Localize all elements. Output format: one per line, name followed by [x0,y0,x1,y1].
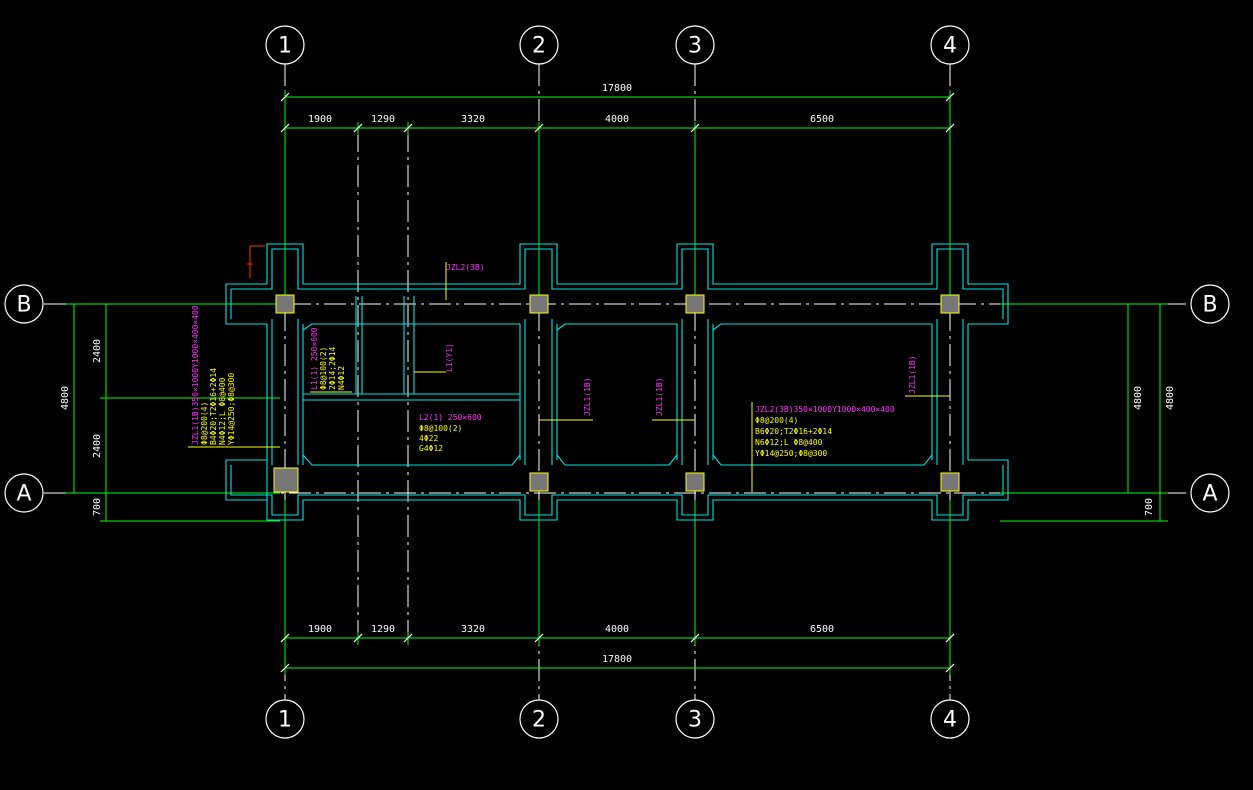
right-beam-title: JZL2(3B)350×1000Y1000×400×400 [755,405,895,414]
small-beam-line-1: Φ8@100(2) [319,347,328,390]
l2-annotation: L2(1) 250×600 Φ8@100(2) 4Φ22 G4Φ12 [419,413,482,453]
leader-lines [188,262,950,492]
left-beam-line-3: N4Φ12;L Φ8@400 [218,377,227,445]
dim-right-edge: 700 [1144,498,1155,516]
dim-total-bottom: 17800 [602,654,632,665]
dim-seg-3-bottom: 3320 [461,624,485,635]
beam-tag-jzl1-c: JZL1(1B) [908,355,917,394]
axis-label-right-b: B [1202,293,1217,318]
dim-seg-1-bottom: 1900 [308,624,332,635]
axis-label-top-3: 3 [688,34,702,59]
axis-bubbles [4,25,1230,739]
dim-left-upper: 2400 [92,339,103,363]
axis-label-bottom-4: 4 [943,708,957,733]
column-b2 [529,294,549,314]
dim-seg-2-bottom: 1290 [371,624,395,635]
dim-right-outer: 4800 [1165,386,1176,410]
axis-label-bottom-1: 1 [278,708,292,733]
dim-left-edge: 700 [92,498,103,516]
small-beam-line-2: 2Φ14;2Φ14 [328,346,337,390]
beam-tag-jzl1-b: JZL1(1B) [655,377,664,416]
beam-tag-l1: L1(Y1) [445,343,454,372]
left-beam-annotation: JZL1(1B)350×1000Y1000×400×400 Φ8@200(4) … [191,305,236,445]
small-beam-line-3: N4Φ12 [337,366,346,390]
left-beam-line-2: B4Φ20;T2Φ16+2Φ14 [209,368,218,445]
right-beam-annotation: JZL2(3B)350×1000Y1000×400×400 Φ8@200(4) … [755,405,895,458]
axis-label-top-4: 4 [943,34,957,59]
dim-left-lower: 2400 [92,434,103,458]
l2-line-2: 4Φ22 [419,434,438,443]
l2-line-3: G4Φ12 [419,444,443,453]
dim-seg-3-top: 3320 [461,114,485,125]
beam-tag-jzl2-top: JZL2(3B) [446,263,485,272]
l2-title: L2(1) 250×600 [419,413,482,422]
column-a1 [273,467,299,493]
right-beam-line-2: B6Φ20;T2Φ16+2Φ14 [755,427,832,436]
axis-label-bottom-2: 2 [532,708,546,733]
l2-line-1: Φ8@100(2) [419,424,462,433]
column-a4 [940,472,960,492]
axis-label-right-a: A [1202,482,1217,507]
column-a3 [685,472,705,492]
dimension-ticks [280,92,955,673]
elevation-marker [247,245,265,278]
right-beam-line-3: N6Φ12;L Φ8@400 [755,438,823,447]
axis-label-left-a: A [16,482,31,507]
left-beam-line-4: YΦ14@250;Φ8@300 [227,373,236,445]
axis-label-left-b: B [16,293,31,318]
dim-seg-1-top: 1900 [308,114,332,125]
right-beam-line-1: Φ8@200(4) [755,416,798,425]
dim-seg-5-bottom: 6500 [810,624,834,635]
dim-seg-5-top: 6500 [810,114,834,125]
left-beam-title: JZL1(1B)350×1000Y1000×400×400 [191,305,200,445]
axis-label-top-2: 2 [532,34,546,59]
dim-seg-4-bottom: 4000 [605,624,629,635]
small-beam-annotation: L1(1) 250×600 Φ8@100(2) 2Φ14;2Φ14 N4Φ12 [310,327,346,390]
right-beam-line-4: YΦ14@250;Φ8@300 [755,449,827,458]
left-beam-line-1: Φ8@200(4) [200,402,209,445]
dim-seg-4-top: 4000 [605,114,629,125]
dim-seg-2-top: 1290 [371,114,395,125]
dim-total-top: 17800 [602,83,632,94]
column-b1 [275,294,295,314]
dim-left-total: 4800 [60,386,71,410]
beam-tag-jzl1-a: JZL1(1B) [583,377,592,416]
column-a2 [529,472,549,492]
axis-label-top-1: 1 [278,34,292,59]
dim-right-inner: 4800 [1133,386,1144,410]
columns [273,294,960,493]
foundation-beams [225,243,1009,521]
column-b3 [685,294,705,314]
small-beam-title: L1(1) 250×600 [310,327,319,390]
axis-label-bottom-3: 3 [688,708,702,733]
column-b4 [940,294,960,314]
